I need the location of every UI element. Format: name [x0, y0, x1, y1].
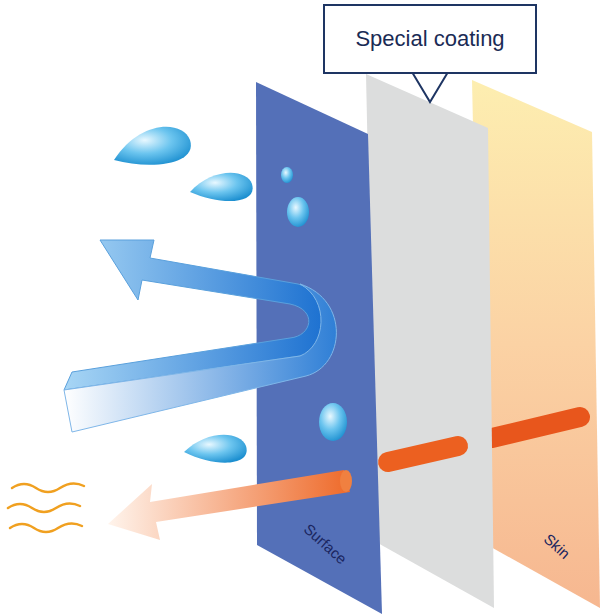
air-arrow: [64, 284, 336, 432]
heat-bar: [492, 417, 580, 438]
callout-text: Special coating: [355, 26, 504, 52]
heat-bar: [388, 446, 458, 462]
heat-waves: [8, 483, 84, 532]
coating-panel: [366, 74, 494, 608]
heat-bar-end: [340, 470, 352, 492]
callout-pointer: [412, 72, 448, 102]
water-droplets: [114, 127, 347, 463]
callout-box: Special coating: [323, 4, 537, 74]
